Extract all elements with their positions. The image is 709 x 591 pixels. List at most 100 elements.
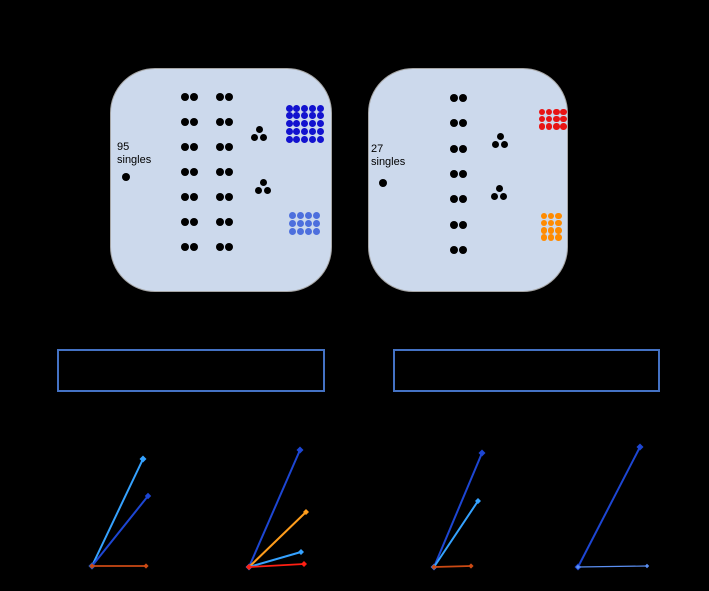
- caption-box-left: [57, 349, 325, 392]
- red-grid-dot: [545, 123, 553, 130]
- chart-1-flat-burnt-orange-marker: [143, 563, 149, 569]
- red-grid-dot: [545, 115, 553, 123]
- chart-1-steep-light-blue-marker: [139, 455, 147, 463]
- light-blue-grid-dot: [304, 227, 312, 235]
- pair-dot: [215, 118, 224, 126]
- red-grid-dot: [538, 115, 546, 123]
- pair-dot: [189, 168, 198, 176]
- triple-dot: [255, 186, 262, 194]
- triple-dot: [251, 133, 258, 141]
- light-blue-grid-dot: [304, 211, 312, 219]
- dark-blue-grid-dot: [285, 112, 293, 120]
- light-blue-grid-dot: [312, 227, 320, 235]
- dark-blue-grid-dot: [293, 127, 301, 135]
- light-blue-grid-dot: [304, 219, 312, 227]
- chart-4-flat-light-blue-marker: [575, 564, 581, 570]
- pair-dot: [215, 93, 224, 101]
- chart-3-steep-blue-line: [433, 452, 483, 568]
- pair-dot: [449, 221, 458, 229]
- dark-blue-grid-dot: [316, 112, 324, 120]
- triple-dot: [491, 192, 498, 200]
- red-grid-dot: [560, 123, 567, 130]
- dark-blue-grid-dot: [308, 112, 316, 120]
- pair-dot: [458, 119, 467, 127]
- chart-3: [430, 449, 486, 571]
- chart-2-flat-red-marker: [246, 564, 252, 570]
- singles-count-unit: singles: [371, 156, 406, 168]
- dark-blue-grid-dot: [308, 104, 316, 112]
- triple-dot: [255, 125, 263, 133]
- chart-4-steep-blue-marker: [636, 443, 644, 451]
- pair-dot: [189, 243, 198, 251]
- orange-grid-dot: [540, 212, 548, 220]
- pair-dot: [215, 193, 224, 201]
- dark-blue-grid-dot: [316, 127, 324, 135]
- pair-dot: [224, 143, 233, 151]
- light-blue-grid-dot: [296, 211, 304, 219]
- orange-grid-dot: [555, 219, 562, 227]
- pair-dot: [224, 218, 233, 226]
- pair-dot: [180, 143, 189, 151]
- pair-dot: [449, 246, 458, 254]
- red-grid-dot: [538, 108, 546, 116]
- triple-dot: [500, 192, 507, 200]
- pair-dot: [215, 143, 224, 151]
- dark-blue-grid-dot: [316, 135, 324, 143]
- pair-dot: [458, 246, 467, 254]
- orange-grid-dot: [547, 219, 555, 227]
- orange-grid-dot: [547, 234, 555, 241]
- dark-blue-grid-dot: [316, 120, 324, 128]
- dark-blue-grid-dot: [293, 120, 301, 128]
- chart-1-mid-blue-line: [91, 495, 149, 567]
- dark-blue-grid-dot: [285, 127, 293, 135]
- orange-grid-dot: [555, 212, 562, 220]
- red-grid-dot: [553, 115, 560, 123]
- triple-dot: [492, 140, 499, 148]
- chart-1-flat-burnt-orange-marker: [89, 563, 95, 569]
- chart-3-mid-light-blue-marker: [475, 498, 481, 504]
- orange-grid-dot: [547, 227, 555, 234]
- singles-count-unit: singles: [117, 154, 152, 166]
- chart-1-mid-blue-marker: [144, 492, 152, 500]
- chart-1-steep-light-blue-line: [91, 458, 144, 567]
- singles-count-label-right: 27 singles: [371, 143, 405, 169]
- light-blue-grid-dot: [312, 211, 320, 219]
- pair-dot: [449, 94, 458, 102]
- pair-dot: [458, 94, 467, 102]
- pair-dot: [215, 218, 224, 226]
- red-grid-dot: [553, 123, 560, 130]
- light-blue-grid-dot: [288, 211, 296, 219]
- pair-dot: [189, 193, 198, 201]
- pair-dot: [458, 145, 467, 153]
- red-grid-dot: [545, 108, 553, 116]
- pair-dot: [458, 195, 467, 203]
- chart-4: [574, 443, 650, 571]
- red-grid-dot: [560, 108, 567, 116]
- pair-dot: [224, 243, 233, 251]
- dark-blue-grid-dot: [308, 135, 316, 143]
- light-blue-grid-dot: [288, 227, 296, 235]
- chart-2-mid-orange-marker: [303, 509, 309, 515]
- chart-3-flat-burnt-orange-line: [433, 565, 472, 568]
- pair-dot: [180, 118, 189, 126]
- light-blue-grid-dot: [296, 227, 304, 235]
- chart-1: [88, 455, 152, 570]
- singles-count-label-left: 95 singles: [117, 141, 151, 167]
- chart-2: [245, 446, 309, 571]
- chart-4-flat-light-blue-marker: [644, 563, 650, 569]
- dark-blue-grid-dot: [301, 135, 309, 143]
- triple-dot: [264, 186, 271, 194]
- chart-4-steep-blue-line: [577, 446, 641, 568]
- chart-2-shallow-light-blue-marker: [298, 549, 304, 555]
- triple-dot: [495, 184, 503, 192]
- light-blue-grid-dot: [288, 219, 296, 227]
- light-blue-grid-dot: [296, 219, 304, 227]
- chart-3-mid-light-blue-line: [433, 500, 479, 568]
- pair-dot: [180, 193, 189, 201]
- pair-dot: [189, 218, 198, 226]
- pair-dot: [449, 170, 458, 178]
- triple-dot: [501, 140, 508, 148]
- dark-blue-grid-dot: [301, 112, 309, 120]
